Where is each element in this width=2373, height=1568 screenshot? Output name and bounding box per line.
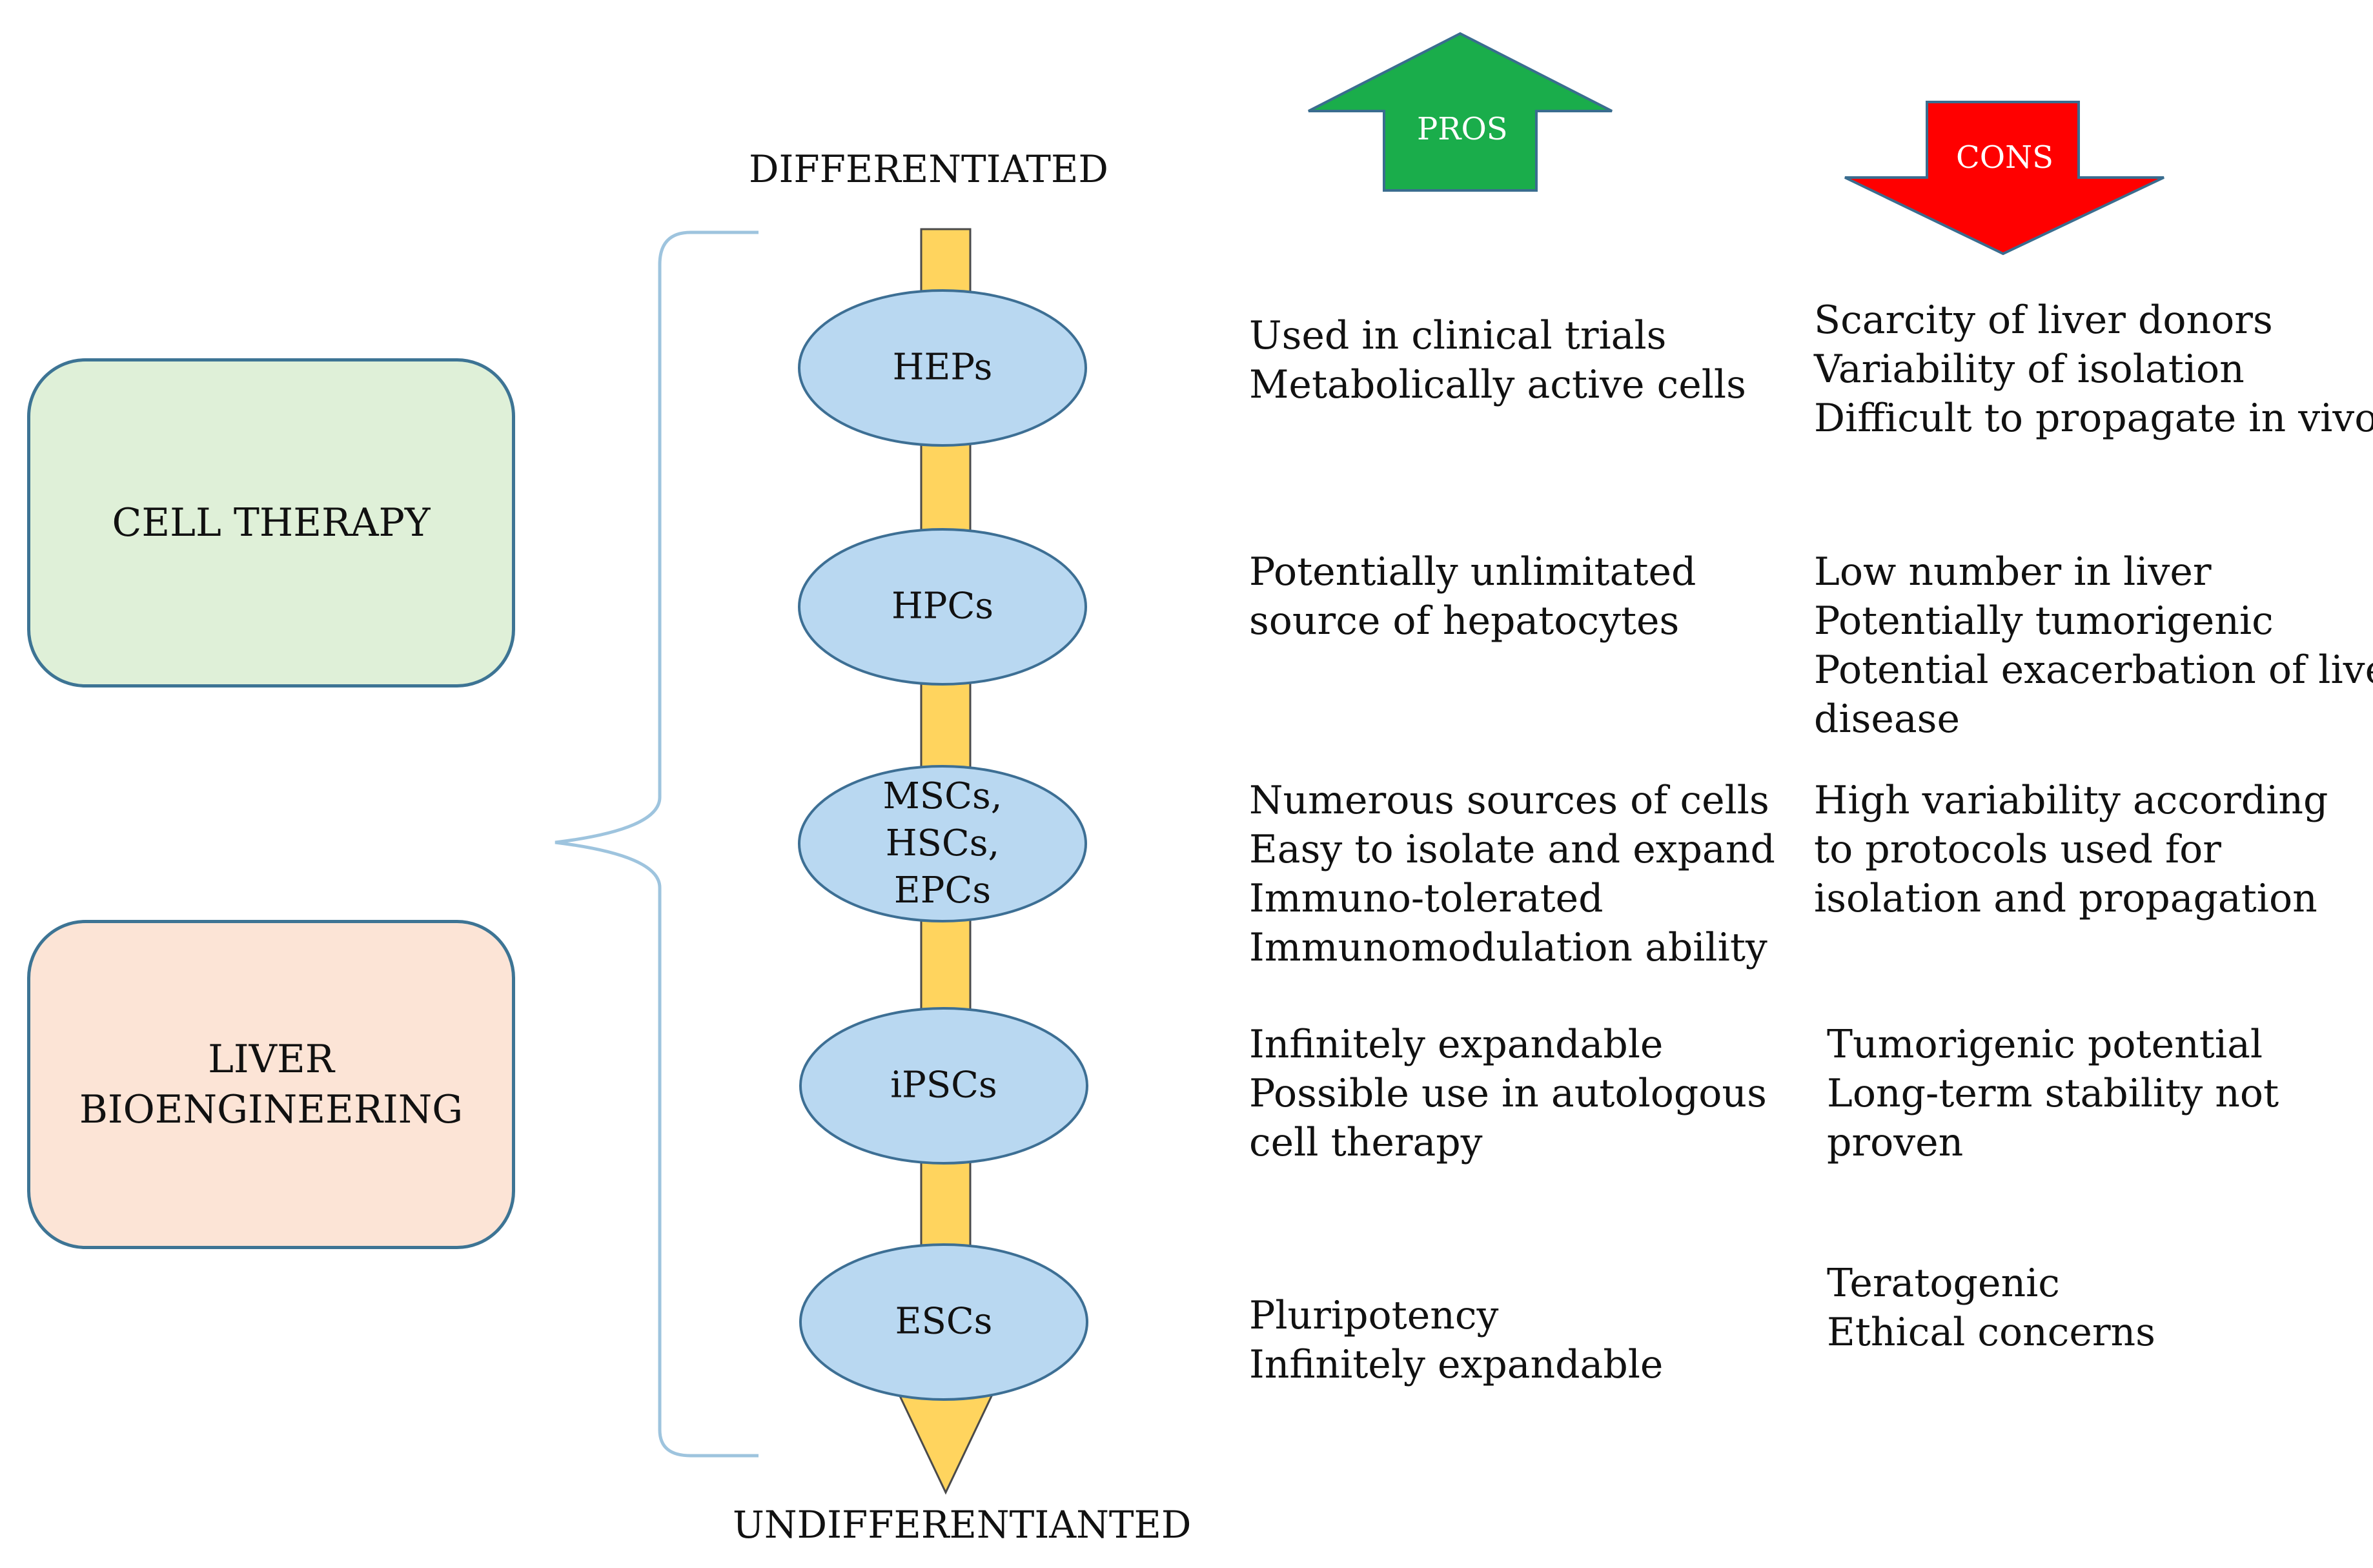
cons-line: disease <box>1814 697 1960 742</box>
pros-line: Used in clinical trials <box>1249 313 1667 358</box>
pros-heps: Used in clinical trials Metabolically ac… <box>1249 311 1746 409</box>
pros-line: Immunomodulation ability <box>1249 925 1767 970</box>
liver-bioengineering-label: LIVER BIOENGINEERING <box>79 1037 463 1132</box>
pros-line: Infinitely expandable <box>1249 1342 1664 1387</box>
liver-bioengineering-box: LIVER BIOENGINEERING <box>27 920 515 1249</box>
pros-label: PROS <box>1417 111 1508 147</box>
cons-label: CONS <box>1956 139 2053 176</box>
pros-line: Numerous sources of cells <box>1249 778 1769 823</box>
cons-line: Scarcity of liver donors <box>1814 298 2273 343</box>
cons-line: Potential exacerbation of liver <box>1814 647 2373 693</box>
cell-label-escs: ESCs <box>895 1300 993 1343</box>
pros-line: cell therapy <box>1249 1120 1483 1165</box>
cons-arrow <box>1844 101 2164 256</box>
cell-therapy-box: CELL THERAPY <box>27 358 515 687</box>
cons-line: Difficult to propagate in vivo <box>1814 396 2373 441</box>
ellipse-ipscs <box>799 1007 1088 1165</box>
pros-line: Metabolically active cells <box>1249 362 1746 407</box>
pros-arrow <box>1308 32 1613 192</box>
pros-hpcs: Potentially unlimitated source of hepato… <box>1249 547 1696 646</box>
ellipse-heps <box>798 289 1087 447</box>
pros-line: Possible use in autologous <box>1249 1071 1767 1116</box>
cons-line: isolation and propagation <box>1814 876 2317 921</box>
differentiated-label: DIFFERENTIATED <box>749 147 1108 191</box>
cell-label-ipscs: iPSCs <box>890 1064 997 1106</box>
cons-mscs: High variability according to protocols … <box>1814 776 2328 923</box>
ellipse-escs <box>799 1243 1088 1401</box>
pros-ipscs: Infinitely expandable Possible use in au… <box>1249 1020 1767 1167</box>
pros-line: Infinitely expandable <box>1249 1022 1664 1067</box>
pros-line: source of hepatocytes <box>1249 598 1680 644</box>
ellipse-hpcs <box>798 528 1087 686</box>
cell-label-hpcs: HPCs <box>891 585 994 627</box>
pros-line: Easy to isolate and expand <box>1249 827 1775 872</box>
cons-line: Variability of isolation <box>1814 347 2245 392</box>
cons-escs: Teratogenic Ethical concerns <box>1827 1259 2155 1357</box>
cell-label-heps: HEPs <box>892 346 993 389</box>
cons-heps: Scarcity of liver donors Variability of … <box>1814 296 2373 443</box>
pros-mscs: Numerous sources of cells Easy to isolat… <box>1249 776 1775 972</box>
cons-line: proven <box>1827 1120 1964 1165</box>
pros-line: Potentially unlimitated <box>1249 549 1696 595</box>
cons-line: Teratogenic <box>1827 1261 2060 1306</box>
cons-hpcs: Low number in liver Potentially tumorige… <box>1814 547 2373 744</box>
undifferentiated-label: UNDIFFERENTIANTED <box>733 1503 1192 1547</box>
cell-therapy-label: CELL THERAPY <box>112 500 431 545</box>
cons-line: High variability according <box>1814 778 2328 823</box>
ellipse-mscs <box>798 765 1087 922</box>
cons-line: Tumorigenic potential <box>1827 1022 2263 1067</box>
pros-escs: Pluripotency Infinitely expandable <box>1249 1291 1663 1389</box>
cons-line: Potentially tumorigenic <box>1814 598 2274 644</box>
cons-ipscs: Tumorigenic potential Long-term stabilit… <box>1827 1020 2279 1167</box>
cons-line: Long-term stability not <box>1827 1071 2279 1116</box>
pros-line: Pluripotency <box>1249 1293 1499 1338</box>
cons-line: Low number in liver <box>1814 549 2212 595</box>
grouping-brace <box>555 230 759 1458</box>
cons-line: Ethical concerns <box>1827 1310 2155 1355</box>
cons-line: to protocols used for <box>1814 827 2221 872</box>
cell-label-mscs-hscs-epcs: MSCs, HSCs, EPCs <box>882 775 1003 911</box>
pros-line: Immuno-tolerated <box>1249 876 1604 921</box>
